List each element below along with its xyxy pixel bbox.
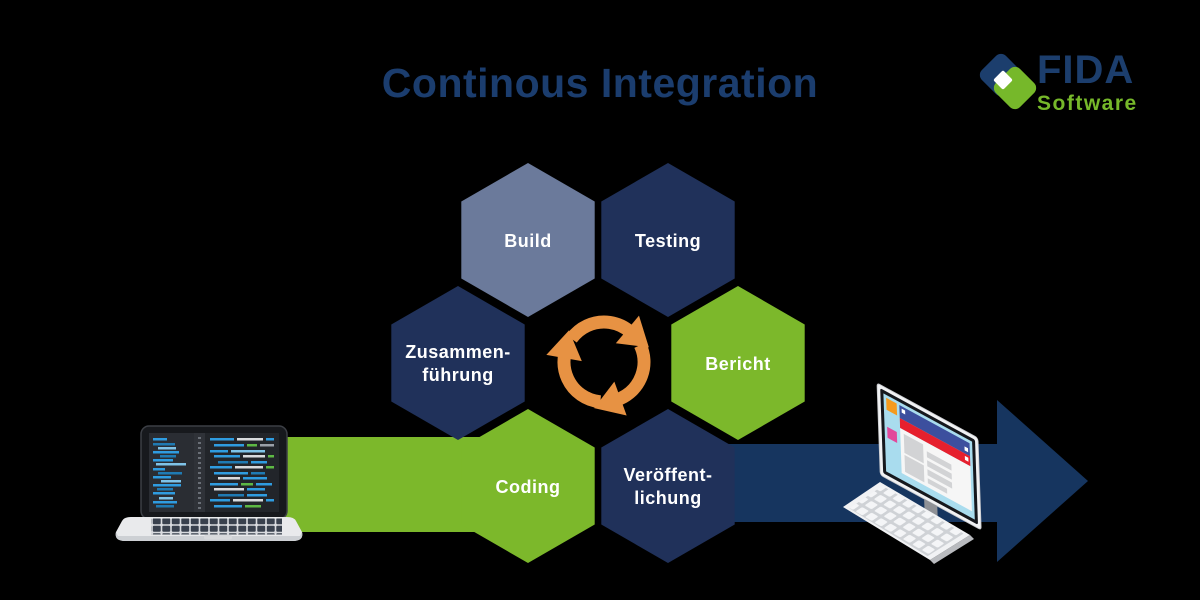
- hexagon-merge: [391, 286, 525, 440]
- logo-subtitle-text: Software: [1037, 92, 1138, 115]
- hexagon-label-merge-line2: führung: [422, 365, 493, 385]
- hexagon-label-report: Bericht: [705, 354, 771, 374]
- hexagon-report: [671, 286, 805, 440]
- hexagon-ring: Build Testing Zusammen- führung Bericht …: [391, 163, 805, 563]
- hexagon-coding: [461, 409, 595, 563]
- fida-diamond-check-icon: [979, 53, 1037, 110]
- hexagon-release: [601, 409, 735, 563]
- hexagon-label-merge-line1: Zusammen-: [405, 342, 511, 362]
- laptop-code-lines: [153, 438, 274, 508]
- sync-cycle-icon: [546, 315, 651, 416]
- hexagon-label-release-line1: Veröffent-: [623, 465, 712, 485]
- hexagon-label-testing: Testing: [635, 231, 701, 251]
- page-title: Continous Integration: [381, 60, 819, 106]
- desktop-monitor-icon: [843, 383, 982, 564]
- hexagon-label-release-line2: lichung: [634, 488, 702, 508]
- fida-logo: FIDA Software: [1037, 50, 1138, 114]
- logo-brand-text: FIDA: [1037, 48, 1135, 92]
- hexagon-build: [461, 163, 595, 317]
- laptop-code-icon: [115, 425, 303, 541]
- hexagon-testing: [601, 163, 735, 317]
- right-arrow-icon: [997, 400, 1088, 562]
- hexagon-label-build: Build: [504, 231, 552, 251]
- hexagon-label-coding: Coding: [496, 477, 561, 497]
